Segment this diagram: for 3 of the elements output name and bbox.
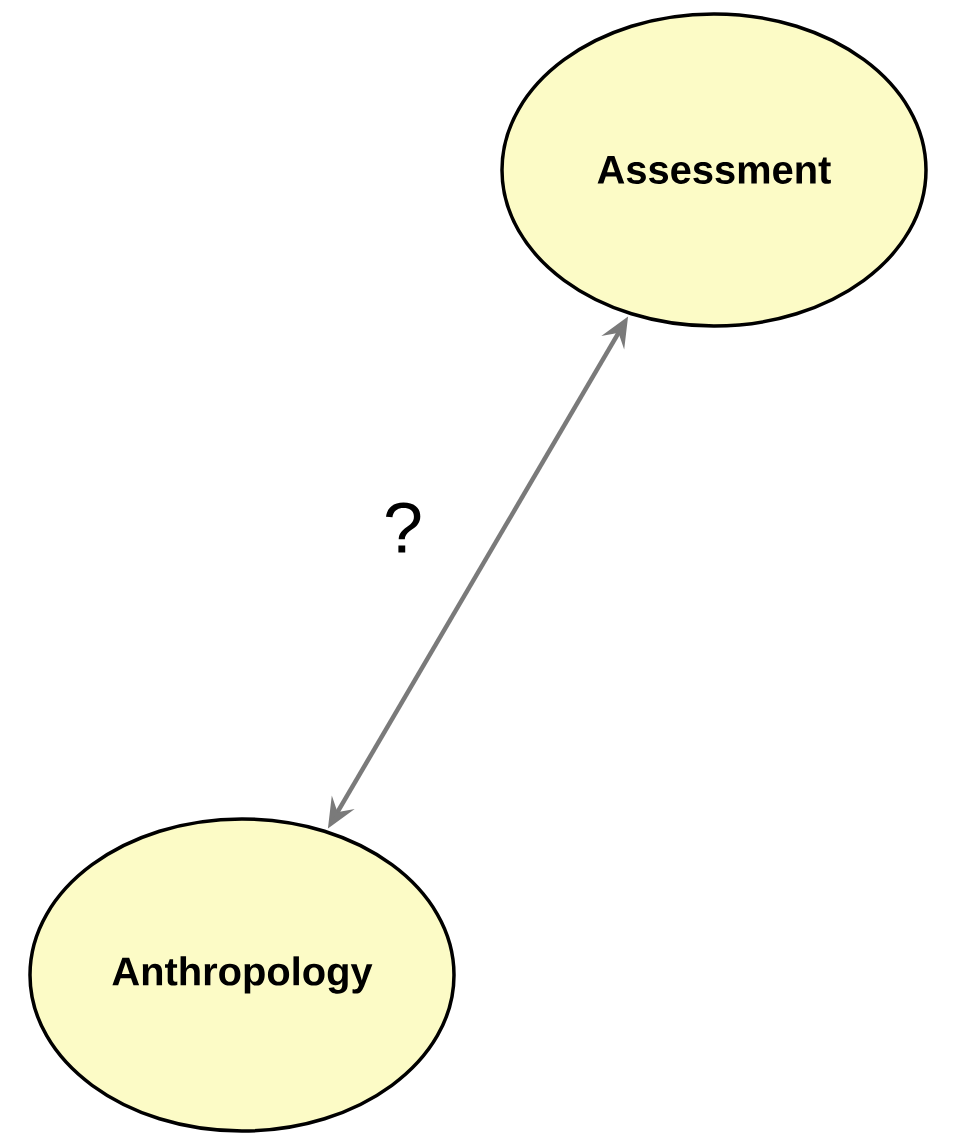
ellipse-node: Anthropology — [28, 817, 456, 1133]
ellipse-node: Assessment — [500, 12, 928, 328]
edge-label: ? — [386, 502, 421, 553]
